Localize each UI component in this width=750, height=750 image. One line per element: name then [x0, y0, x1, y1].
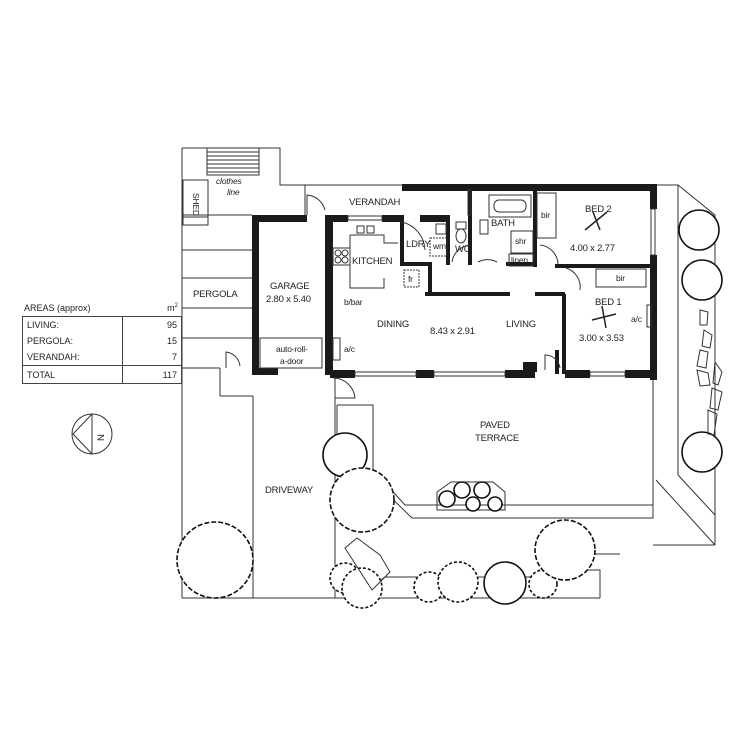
- garage-door-label-1: auto-roll-: [276, 344, 308, 354]
- north-letter: N: [96, 434, 107, 441]
- tree-icon: [678, 209, 720, 251]
- areas-table: AREAS (approx) m2 LIVING: 95 PERGOLA: 15…: [22, 300, 182, 384]
- clothes-line-label-1: clothes: [216, 176, 242, 186]
- living-dims: 8.43 x 2.91: [430, 326, 475, 337]
- areas-unit: m2: [167, 303, 178, 313]
- fridge-label: fr: [408, 274, 413, 284]
- dining-label: DINING: [377, 319, 409, 330]
- area-label: PERGOLA:: [27, 336, 74, 346]
- laundry-label: LDRY: [406, 239, 431, 250]
- door-swings: [225, 194, 581, 399]
- tree-icon: [176, 521, 254, 599]
- garage-dims: 2.80 x 5.40: [266, 294, 311, 305]
- ac-dining-label: a/c: [344, 344, 356, 354]
- tree-icon: [534, 519, 596, 581]
- clothes-line-label-2: line: [227, 187, 240, 197]
- table-row: VERANDAH: 7: [23, 349, 182, 366]
- north-arrow-icon: N: [71, 413, 113, 455]
- area-value: 95: [122, 316, 182, 333]
- house-walls: [252, 184, 657, 380]
- room-labels: SHED clothes line VERANDAH PERGOLA GARAG…: [191, 176, 643, 496]
- garden-bed: [344, 537, 391, 591]
- garage-label: GARAGE: [270, 281, 309, 292]
- verandah-label: VERANDAH: [349, 197, 401, 208]
- tree-icon: [329, 467, 395, 533]
- tree-icon: [483, 561, 527, 605]
- area-value: 15: [122, 333, 182, 349]
- pergola-label: PERGOLA: [193, 289, 238, 300]
- bir-bed1-label: bir: [616, 273, 625, 283]
- bed1-dims: 3.00 x 3.53: [579, 333, 624, 344]
- garage-door-label-2: a-door: [280, 356, 304, 366]
- clothes-line-icon: [206, 147, 260, 176]
- table-row: LIVING: 95: [23, 316, 182, 333]
- driveway-label: DRIVEWAY: [265, 485, 314, 496]
- unit-sup: 2: [174, 303, 178, 309]
- terrace-label-1: PAVED: [480, 420, 510, 431]
- tree-icon: [341, 567, 383, 609]
- tree-icon: [437, 561, 479, 603]
- ac-bed1-label: a/c: [631, 314, 643, 324]
- tree-icon: [681, 431, 723, 473]
- fixtures: [259, 192, 652, 369]
- areas-grid: LIVING: 95 PERGOLA: 15 VERANDAH: 7 TOTAL…: [22, 316, 182, 384]
- unit-text: m: [167, 303, 175, 313]
- area-value: 7: [122, 349, 182, 366]
- areas-title: AREAS (approx): [24, 303, 91, 313]
- windows: [347, 189, 656, 377]
- ceiling-fan-icons: [584, 211, 617, 329]
- area-label: VERANDAH:: [27, 352, 80, 362]
- total-value: 117: [122, 365, 182, 384]
- total-row: TOTAL 117: [22, 365, 182, 384]
- bath-label: BATH: [491, 218, 515, 229]
- linen-label: linen: [511, 255, 528, 265]
- bir-bed2-label: bir: [541, 210, 550, 220]
- terrace-label-2: TERRACE: [475, 433, 519, 444]
- wc-label: WC: [455, 244, 471, 255]
- area-label: LIVING:: [27, 320, 60, 330]
- shed-label: SHED: [191, 193, 201, 216]
- living-label: LIVING: [506, 319, 536, 330]
- rocks: [696, 309, 723, 436]
- bed1-label: BED 1: [595, 297, 621, 308]
- shower-label: shr: [515, 236, 527, 246]
- planter: [436, 481, 506, 512]
- tree-icon: [681, 259, 723, 301]
- bed2-dims: 4.00 x 2.77: [570, 243, 615, 254]
- areas-header: AREAS (approx) m2: [22, 300, 182, 316]
- bed2-label: BED 2: [585, 204, 611, 215]
- total-label: TOTAL: [22, 365, 123, 384]
- kitchen-label: KITCHEN: [352, 256, 393, 267]
- wm-label: wm: [432, 241, 446, 251]
- trees: [176, 209, 723, 609]
- bbar-label: b/bar: [344, 297, 363, 307]
- table-row: PERGOLA: 15: [23, 333, 182, 349]
